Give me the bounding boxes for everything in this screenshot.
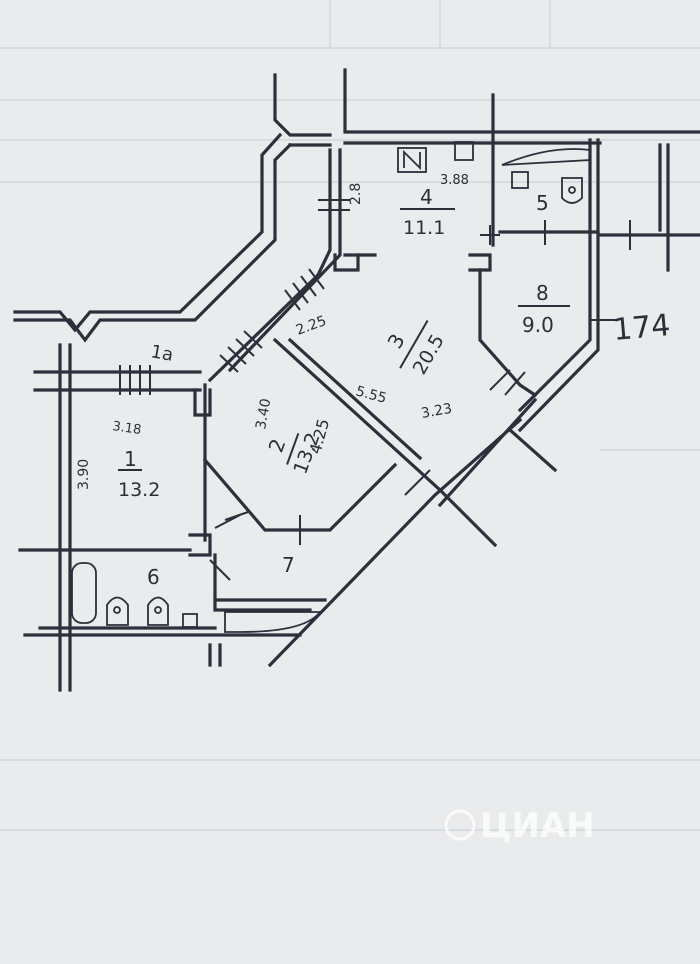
door-marks xyxy=(119,180,631,581)
room-3-area: 20.5 xyxy=(409,331,449,379)
room-1-area: 13.2 xyxy=(118,479,160,501)
dim-4-25: 4.25 xyxy=(306,417,334,456)
toilet-icon xyxy=(106,596,129,626)
room-6-number: 6 xyxy=(147,565,160,589)
sink-icon xyxy=(147,596,169,626)
watermark-logo-icon xyxy=(444,809,476,841)
room-5-number: 5 xyxy=(536,191,549,215)
marker-174-label: 174 xyxy=(612,308,672,348)
dim-3-18: 3.18 xyxy=(111,419,142,438)
room-8-area: 9.0 xyxy=(522,313,554,337)
bathtub-icon xyxy=(71,562,97,624)
meter-box-icon xyxy=(397,147,427,173)
heater-icon xyxy=(182,613,198,628)
watermark: ЦИАН xyxy=(444,806,595,846)
room-4-number: 4 xyxy=(420,185,433,209)
room-2-number: 2 xyxy=(263,435,290,455)
bathroom-sink-icon xyxy=(511,171,529,189)
room-8-number: 8 xyxy=(536,281,549,305)
room-7-number: 7 xyxy=(282,553,295,577)
dim-2-8: 2.8 xyxy=(348,183,364,205)
shower-icon xyxy=(501,148,591,166)
dim-3-90: 3.90 xyxy=(76,459,92,490)
marker-174: 174 xyxy=(590,308,672,348)
fixtures xyxy=(71,141,591,633)
wc-icon xyxy=(561,177,583,204)
kitchen-sink-icon xyxy=(454,141,474,161)
dim-5-55: 5.55 xyxy=(354,383,388,407)
room-4-area: 11.1 xyxy=(403,217,445,239)
dim-3-40: 3.40 xyxy=(253,397,274,430)
room-1-number: 1 xyxy=(124,447,137,471)
dim-3-88: 3.88 xyxy=(440,173,469,188)
room-3-number: 3 xyxy=(382,330,409,353)
room-1a-number: 1a xyxy=(149,341,175,366)
background-form-lines xyxy=(0,0,700,831)
dim-3-23: 3.23 xyxy=(420,401,453,422)
bath-7-icon xyxy=(224,611,322,633)
dim-2-25: 2.25 xyxy=(294,313,329,339)
watermark-text: ЦИАН xyxy=(480,806,595,846)
